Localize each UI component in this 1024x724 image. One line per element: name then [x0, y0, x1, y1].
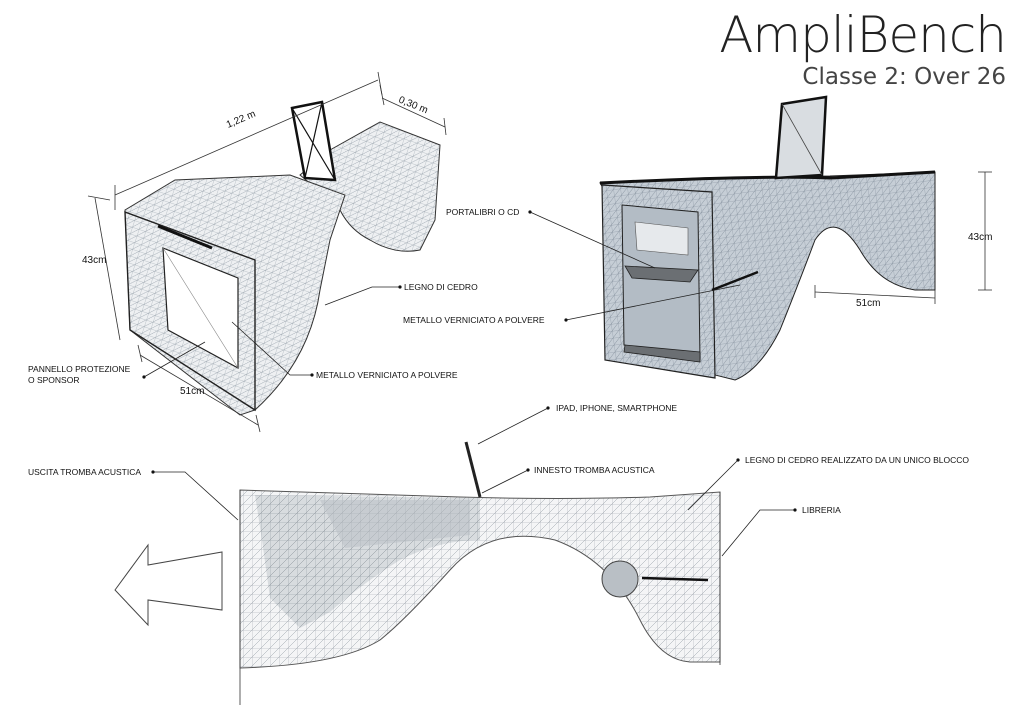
- label-innesto: INNESTO TROMBA ACUSTICA: [534, 465, 655, 475]
- label-metallo-left: METALLO VERNICIATO A POLVERE: [316, 370, 458, 380]
- bench-view-left: 1,22 m 0,30 m 43cm 51cm LEGNO DI CEDRO M…: [28, 71, 478, 433]
- callout-lines-right: [529, 211, 741, 321]
- dimension-height-left: 43cm: [82, 255, 106, 266]
- label-legno-blocco: LEGNO DI CEDRO REALIZZATO DA UN UNICO BL…: [745, 455, 969, 465]
- callout-lines-left: [143, 286, 400, 378]
- dimension-width-left: 51cm: [180, 386, 204, 397]
- label-portalibri: PORTALIBRI O CD: [446, 207, 519, 217]
- dimension-width-right: 51cm: [856, 298, 880, 309]
- dimension-lines-left: [87, 71, 447, 433]
- label-pannello-1: PANNELLO PROTEZIONE: [28, 364, 131, 374]
- title: AmpliBench: [719, 6, 1007, 64]
- label-uscita: USCITA TROMBA ACUSTICA: [28, 467, 141, 477]
- subtitle: Classe 2: Over 26: [802, 64, 1006, 90]
- dimension-height-right: 43cm: [968, 232, 992, 243]
- dimension-length: 1,22 m: [225, 109, 257, 131]
- label-metallo-right: METALLO VERNICIATO A POLVERE: [403, 315, 545, 325]
- label-ipad: IPAD, IPHONE, SMARTPHONE: [556, 403, 677, 413]
- bench-elevation: IPAD, IPHONE, SMARTPHONE INNESTO TROMBA …: [28, 403, 969, 705]
- label-libreria: LIBRERIA: [802, 505, 841, 515]
- dimension-depth: 0,30 m: [397, 95, 429, 117]
- label-pannello-2: O SPONSOR: [28, 375, 79, 385]
- bench-view-right: 43cm 51cm PORTALIBRI O CD METALLO VERNIC…: [403, 95, 992, 381]
- callout-lines-elevation: [153, 407, 795, 557]
- dimension-lines-right: [814, 171, 992, 304]
- label-legno-cedro: LEGNO DI CEDRO: [404, 282, 478, 292]
